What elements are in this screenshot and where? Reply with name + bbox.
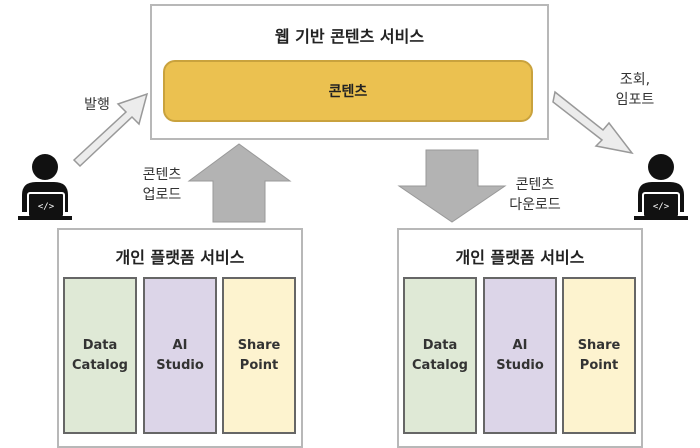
view-import-arrow [552,90,634,155]
upload-label: 콘텐츠 업로드 [142,167,182,203]
publish-arrow [72,92,149,168]
download-arrow [397,149,507,223]
developer-left-icon: </> [18,154,72,220]
left-platform-title: 개인 플랫폼 서비스 [115,248,245,267]
web-service-title: 웹 기반 콘텐츠 서비스 [274,27,425,46]
upload-arrow [187,143,292,223]
right-platform-title: 개인 플랫폼 서비스 [455,248,585,267]
content-block: 콘텐츠 [163,60,533,122]
view-import-label: 조회, 임포트 [615,72,655,108]
svg-text:</>: </> [653,202,670,212]
svg-text:</>: </> [38,202,55,212]
developer-right-icon: </> [634,154,688,220]
publish-label: 발행 [84,97,110,113]
download-label: 콘텐츠 다운로드 [509,177,561,213]
